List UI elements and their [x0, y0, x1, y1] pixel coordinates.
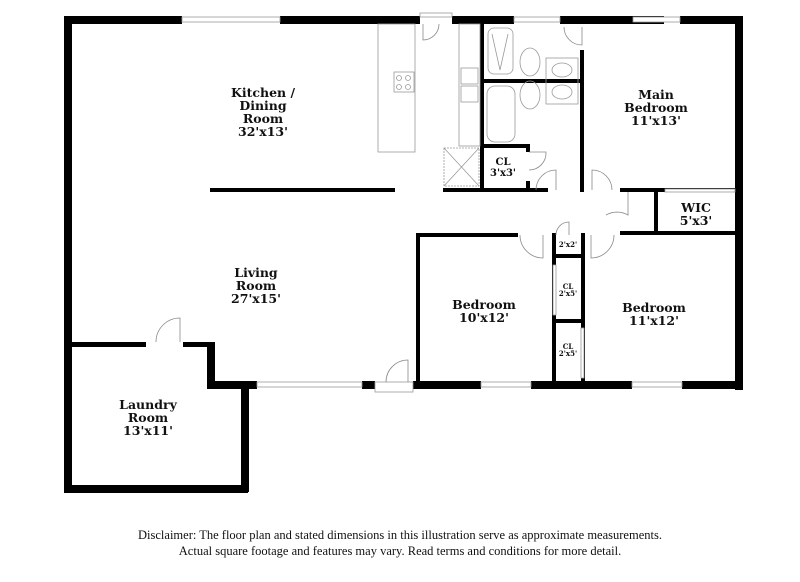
room-label-hall-closet: CL 3'x3': [489, 157, 517, 179]
room-name-line: Kitchen /: [230, 85, 296, 100]
room-name-line: CL: [562, 282, 574, 291]
room-dimensions: 27'x15': [231, 291, 281, 307]
room-dimensions: 3'x3': [489, 167, 517, 179]
room-name-line: Laundry: [119, 397, 177, 412]
room-label-laundry: Laundry Room 13'x11': [119, 397, 177, 439]
room-dimensions: 2'x2': [558, 240, 578, 249]
room-name-line: Room: [127, 410, 169, 426]
room-label-wic: WIC 5'x3': [680, 201, 713, 227]
room-dimensions: 10'x12': [459, 310, 509, 326]
room-name-line: WIC: [681, 200, 711, 215]
room-label-main-bedroom: Main Bedroom 11'x13': [624, 87, 688, 129]
room-label-kitchen-dining: Kitchen / Dining Room 32'x13': [231, 86, 295, 139]
room-label-bedroom-3: Bedroom 11'x12': [622, 301, 686, 327]
room-name-line: Bedroom: [624, 100, 688, 116]
room-name-line: Dining: [239, 98, 287, 114]
room-dimensions: 13'x11': [123, 423, 173, 439]
interior-walls: [210, 24, 735, 387]
room-dimensions: 11'x12': [629, 313, 679, 329]
disclaimer: Disclaimer: The floor plan and stated di…: [0, 527, 800, 559]
room-dimensions: 32'x13': [238, 124, 288, 140]
room-label-closet-b: CL 2'x5': [559, 343, 577, 358]
doors: [155, 12, 629, 393]
room-label-closet-a: CL 2'x5': [559, 283, 577, 298]
room-label-bedroom-2: Bedroom 10'x12': [452, 298, 516, 324]
room-name-line: Bedroom: [622, 300, 686, 315]
room-name-line: CL: [562, 342, 574, 351]
exterior-walls: [64, 16, 743, 493]
room-dimensions: 11'x13': [631, 113, 681, 129]
room-label-living: Living Room 27'x15': [231, 265, 281, 307]
room-dimensions: 2'x5': [558, 349, 578, 359]
room-dimensions: 5'x3': [679, 213, 713, 229]
bath-fixtures: [486, 27, 579, 143]
room-name-line: Living: [234, 265, 278, 280]
room-label-linen-closet: 2'x2': [558, 240, 578, 249]
kitchen-fixtures: [377, 23, 481, 187]
windows: [181, 16, 736, 388]
room-name-line: Room: [242, 111, 284, 127]
room-name-line: CL: [495, 157, 511, 168]
disclaimer-line-2: Actual square footage and features may v…: [178, 544, 622, 558]
room-dimensions: 2'x5': [558, 289, 578, 299]
room-name-line: Room: [235, 278, 277, 294]
room-name-line: Bedroom: [452, 297, 516, 312]
room-name-line: Main: [638, 87, 674, 102]
disclaimer-line-1: Disclaimer: The floor plan and stated di…: [138, 528, 662, 542]
